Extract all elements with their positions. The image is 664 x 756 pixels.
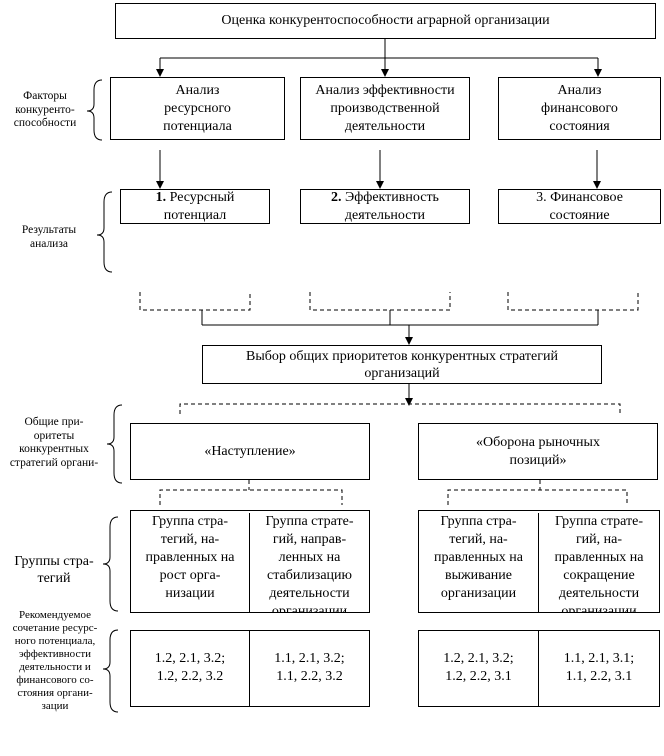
- choice-box: Выбор общих приоритетов конкурентных стр…: [202, 345, 602, 384]
- result-box-efficiency: 2. Эффективность деятельности: [300, 189, 470, 224]
- groups-box-right: Группа стра- тегий, на- правленных на вы…: [418, 510, 660, 613]
- brace-groups: [102, 516, 119, 612]
- brace-factors: [86, 79, 103, 141]
- result-efficiency-text: Эффективность деятельности: [344, 189, 439, 223]
- groups-box-left: Группа стра- тегий, на- правленных на ро…: [130, 510, 370, 613]
- combinations-box-left: 1.2, 2.1, 3.2; 1.2, 2.2, 3.2 1.1, 2.1, 3…: [130, 630, 370, 707]
- combination-survival: 1.2, 2.1, 3.2; 1.2, 2.2, 3.1: [419, 631, 539, 706]
- result-efficiency-num: 2.: [331, 189, 342, 205]
- analysis-financial-text: Анализ финансового состояния: [541, 82, 618, 134]
- result-box-financial: 3. Финансовое состояние: [498, 189, 661, 224]
- results-dashed-brackets: [139, 292, 639, 311]
- analysis-box-efficiency: Анализ эффективности производственной де…: [300, 77, 470, 140]
- groups-dashed-brackets: [159, 480, 628, 505]
- side-label-recommended: Рекомендуемое сочетание ресурс- ного пот…: [12, 609, 98, 712]
- group-reduction: Группа страте- гий, на- правленных на со…: [554, 514, 644, 612]
- priority-defense-text: «Оборона рыночных позиций»: [476, 434, 600, 468]
- side-label-factors: Факторы конкуренто- способности: [13, 90, 77, 129]
- result-box-resource: 1. Ресурсный потенциал: [120, 189, 270, 224]
- combination-reduction: 1.1, 2.1, 3.1; 1.1, 2.2, 3.1: [563, 651, 635, 684]
- choice-text: Выбор общих приоритетов конкурентных стр…: [246, 348, 558, 381]
- priorities-dashed-bracket: [179, 403, 621, 414]
- result-resource-text: Ресурсный потенциал: [163, 189, 235, 223]
- result-financial-text: 3. Финансовое состояние: [536, 189, 623, 223]
- combination-stabilization: 1.1, 2.1, 3.2; 1.1, 2.2, 3.2: [274, 651, 345, 684]
- side-label-groups: Группы стра- тегий: [14, 554, 94, 586]
- priority-offense-text: «Наступление»: [204, 443, 296, 459]
- group-survival: Группа стра- тегий, на- правленных на вы…: [419, 513, 539, 612]
- analysis-efficiency-text: Анализ эффективности производственной де…: [315, 82, 455, 134]
- priority-box-offense: «Наступление»: [130, 423, 370, 480]
- brace-results: [96, 191, 113, 273]
- brace-priorities: [106, 404, 123, 484]
- result-resource-num: 1.: [155, 189, 167, 205]
- brace-recommended: [102, 629, 119, 713]
- analysis-box-financial: Анализ финансового состояния: [498, 77, 661, 140]
- title-text: Оценка конкурентоспособности аграрной ор…: [221, 13, 550, 28]
- combination-growth: 1.2, 2.1, 3.2; 1.2, 2.2, 3.2: [131, 631, 250, 706]
- group-growth: Группа стра- тегий, на- правленных на ро…: [131, 513, 250, 612]
- title-box: Оценка конкурентоспособности аграрной ор…: [115, 3, 656, 39]
- side-label-priorities: Общие при- оритеты конкурентных стратеги…: [9, 416, 99, 469]
- group-stabilization: Группа страте- гий, направ- ленных на ст…: [265, 514, 354, 612]
- analysis-box-resource: Анализ ресурсного потенциала: [110, 77, 285, 140]
- priority-box-defense: «Оборона рыночных позиций»: [418, 423, 658, 480]
- analysis-resource-text: Анализ ресурсного потенциала: [163, 82, 232, 134]
- side-label-results: Результаты анализа: [21, 224, 77, 250]
- combinations-box-right: 1.2, 2.1, 3.2; 1.2, 2.2, 3.1 1.1, 2.1, 3…: [418, 630, 660, 707]
